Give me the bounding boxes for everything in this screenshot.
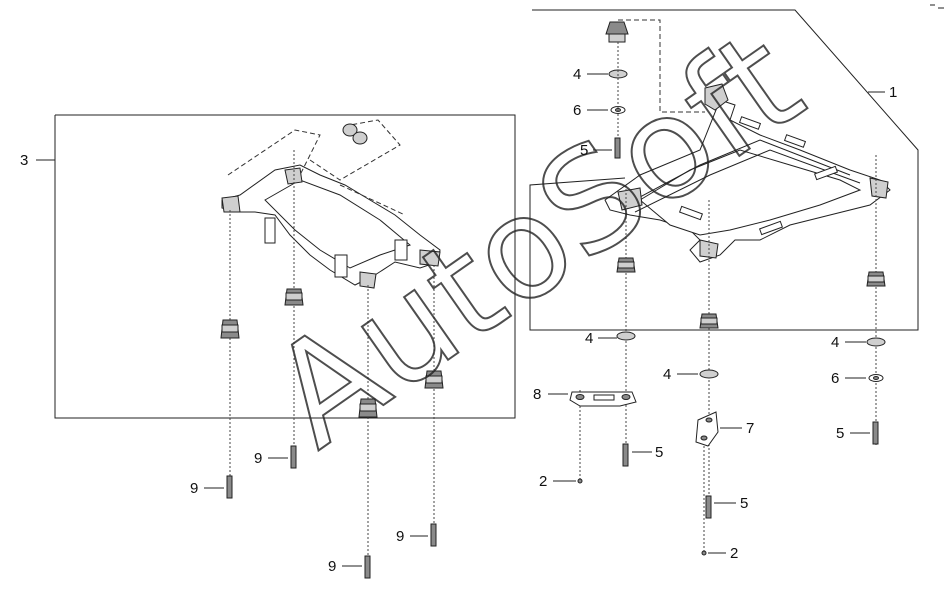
callout-3: 3: [20, 152, 28, 169]
rear-bushing-4: [424, 370, 444, 389]
front-washer-4-center: [699, 369, 719, 379]
screw-2-left: [577, 478, 583, 484]
bracket-plate-7: [695, 411, 719, 447]
rear-bushing-3: [358, 398, 378, 418]
front-washer-4-right: [866, 337, 886, 347]
callout-4-right: 4: [831, 334, 839, 351]
callout-6-top: 6: [573, 102, 581, 119]
callout-5-left: 5: [655, 444, 663, 461]
rear-bolt-9-d: [430, 523, 437, 547]
callout-6-right: 6: [831, 370, 839, 387]
rear-subframe-group-box: [54, 114, 516, 419]
front-subframe-group-box: [529, 9, 919, 331]
brace-plate-8: [569, 391, 637, 407]
corner-mark: [930, 4, 944, 9]
front-subframe-crossmember: [604, 83, 891, 263]
front-bolt-5-center: [705, 495, 712, 519]
rear-subframe-crossmember: [221, 164, 441, 289]
rear-small-bushings: [342, 123, 368, 145]
callout-1: 1: [889, 84, 897, 101]
callout-4-top: 4: [573, 66, 581, 83]
callout-2-center: 2: [730, 545, 738, 562]
callout-7: 7: [746, 420, 754, 437]
front-bolt-5-right: [872, 421, 879, 445]
rear-bolt-9-a: [226, 475, 233, 499]
callout-8: 8: [533, 386, 541, 403]
callout-9-d: 9: [396, 528, 404, 545]
rear-dashed-outline: [227, 119, 406, 216]
callout-9-a: 9: [190, 480, 198, 497]
callout-5-center: 5: [740, 495, 748, 512]
front-upper-mount-dashed-path: [618, 19, 705, 113]
callout-5-top: 5: [580, 142, 588, 159]
rear-bushing-1: [220, 319, 240, 339]
callout-2-left: 2: [539, 473, 547, 490]
front-center-bushing: [699, 313, 719, 329]
front-washer-4-left: [616, 331, 636, 341]
front-upper-bushing: [605, 21, 629, 43]
callout-4-left: 4: [585, 330, 593, 347]
callout-9-c: 9: [328, 558, 336, 575]
callout-5-right: 5: [836, 425, 844, 442]
front-bolt-5-top: [614, 137, 621, 159]
front-bolt-5-left: [622, 443, 629, 467]
callout-leaders: [36, 73, 885, 567]
callout-4-center: 4: [663, 366, 671, 383]
callout-9-b: 9: [254, 450, 262, 467]
front-left-bushing: [616, 257, 636, 273]
front-right-bushing: [866, 271, 886, 287]
front-washer-6-right: [868, 374, 884, 382]
rear-bolt-9-b: [290, 445, 297, 469]
rear-bolt-9-c: [364, 555, 371, 579]
rear-bushing-2: [284, 288, 304, 306]
